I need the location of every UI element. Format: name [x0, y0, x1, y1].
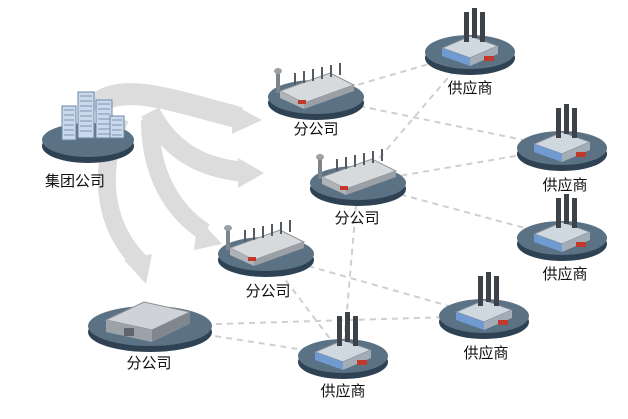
- node-label-branch: 分公司: [245, 282, 291, 300]
- dashed-link: [357, 51, 471, 184]
- node-label-supplier: 供应商: [542, 176, 588, 194]
- truck: [576, 242, 586, 247]
- plant-chimney: [564, 104, 569, 134]
- factory-chimney: [330, 65, 332, 77]
- plant-chimney: [472, 8, 477, 38]
- node-branch: [310, 149, 406, 206]
- plant-chimney: [572, 108, 577, 138]
- flow-arrow-head: [232, 104, 262, 134]
- warehouse-door: [124, 328, 134, 336]
- node-label-branch: 分公司: [126, 354, 172, 372]
- water-tower-leg: [226, 230, 230, 250]
- node-supplier: [298, 312, 388, 379]
- plant-chimney: [337, 316, 342, 346]
- plant-chimney: [486, 272, 491, 302]
- hq-building: [109, 115, 125, 139]
- factory-chimney: [253, 228, 255, 240]
- warehouse-side: [152, 312, 190, 342]
- plant-chimney: [494, 276, 499, 306]
- node-hq: [42, 91, 134, 163]
- node-label-supplier: 供应商: [447, 79, 493, 97]
- node-label-supplier: 供应商: [320, 382, 366, 400]
- node-branch: [268, 63, 364, 120]
- factory-chimney: [294, 73, 296, 85]
- node-supplier: [517, 194, 607, 261]
- truck: [484, 56, 494, 61]
- truck: [248, 257, 256, 261]
- plant-chimney: [464, 12, 469, 42]
- node-label-supplier: 供应商: [542, 265, 588, 283]
- truck: [576, 152, 586, 157]
- factory-front: [346, 171, 396, 195]
- factory-chimney: [381, 149, 383, 161]
- plant-front: [534, 234, 562, 252]
- factory-chimney: [312, 69, 314, 81]
- dashed-link: [315, 96, 563, 149]
- flow-arrow-shaft: [84, 83, 243, 129]
- node-supplier: [517, 104, 607, 171]
- water-tower-leg: [318, 159, 322, 179]
- node-label-supplier: 供应商: [463, 344, 509, 362]
- truck: [357, 360, 367, 365]
- node-supplier: [425, 8, 515, 75]
- factory-chimney: [289, 220, 291, 232]
- factory-chimney: [244, 230, 246, 242]
- factory-chimney: [271, 224, 273, 236]
- factory-front: [254, 242, 304, 266]
- node-warehouse: [88, 301, 212, 352]
- truck: [298, 100, 306, 104]
- plant-chimney: [556, 198, 561, 228]
- factory-chimney: [280, 222, 282, 234]
- plant-chimney: [353, 316, 358, 346]
- factory-chimney: [262, 226, 264, 238]
- flow-arrow-head: [194, 218, 222, 250]
- water-tower-tank: [316, 154, 324, 160]
- plant-front: [456, 312, 484, 330]
- water-tower-tank: [274, 68, 282, 74]
- factory-chimney: [339, 63, 341, 75]
- flow-arrow-shaft: [141, 119, 211, 240]
- plant-chimney: [345, 312, 350, 342]
- factory-chimney: [303, 71, 305, 83]
- plant-front: [442, 48, 470, 66]
- plant-chimney: [564, 194, 569, 224]
- factory-chimney: [321, 67, 323, 79]
- flow-arrow-head: [124, 254, 152, 284]
- node-label-branch: 分公司: [293, 120, 339, 138]
- factory-chimney: [345, 157, 347, 169]
- factory-side: [230, 248, 254, 266]
- water-tower-tank: [224, 225, 232, 231]
- node-supplier: [439, 272, 529, 339]
- plant-front: [315, 352, 343, 370]
- nodes: [42, 8, 607, 379]
- plant-chimney: [572, 198, 577, 228]
- node-label-hq: 集团公司: [44, 172, 106, 190]
- flow-arrow-head: [238, 158, 264, 188]
- node-label-branch: 分公司: [334, 209, 380, 227]
- factory-side: [280, 91, 304, 109]
- factory-chimney: [363, 153, 365, 165]
- truck: [498, 320, 508, 325]
- factory-front: [304, 85, 354, 109]
- truck: [340, 186, 348, 190]
- water-tower-leg: [276, 73, 280, 93]
- factory-chimney: [372, 151, 374, 163]
- node-branch: [218, 220, 314, 277]
- plant-chimney: [478, 276, 483, 306]
- factory-side: [322, 177, 346, 195]
- plant-front: [534, 144, 562, 162]
- factory-chimney: [336, 159, 338, 171]
- plant-chimney: [556, 108, 561, 138]
- plant-chimney: [480, 12, 485, 42]
- factory-chimney: [354, 155, 356, 167]
